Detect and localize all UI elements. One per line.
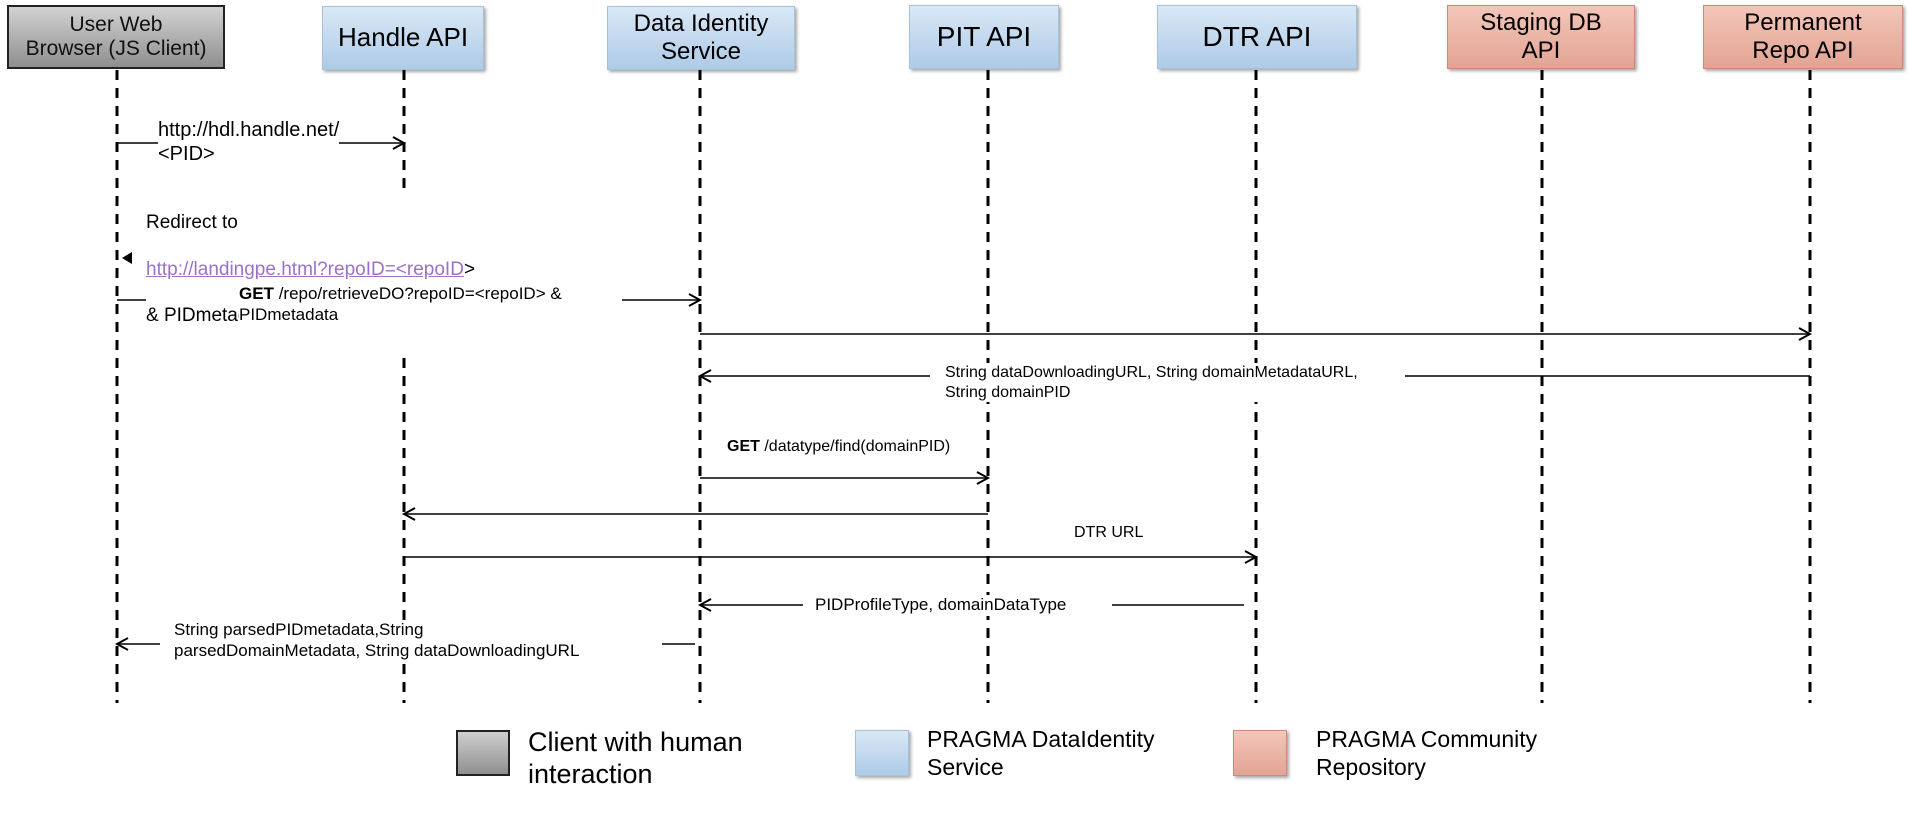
actor-permanent-box: Permanent Repo API — [1703, 5, 1903, 69]
message-label-download-urls: String dataDownloadingURL, String domain… — [945, 363, 1358, 403]
http-method-get: GET — [727, 438, 760, 455]
message-label-datatype-find: GET /datatype/find(domainPID) — [727, 437, 951, 457]
redirect-link-line: http://landingpe.html?repoID=<repoID> — [146, 258, 475, 281]
message-label-profile-type: PIDProfileType, domainDataType — [815, 595, 1067, 616]
actor-pit-label: PIT API — [936, 20, 1032, 52]
message-arrow-handle-to-browser — [122, 252, 132, 264]
redirect-text: Redirect to — [146, 212, 238, 234]
actor-dtr-box: DTR API — [1157, 5, 1357, 69]
actor-handle-box: Handle API — [322, 6, 484, 70]
message-label-parsed-metadata: String parsedPIDmetadata,String parsedDo… — [174, 620, 580, 662]
legend-swatch-service — [855, 730, 909, 776]
retrieve-do-path: /repo/retrieveDO?repoID=<repoID> & PIDme… — [239, 284, 562, 324]
legend-swatch-client — [456, 730, 510, 776]
actor-browser-label: User Web Browser (JS Client) — [25, 12, 207, 60]
message-label-redirect: Redirect to http://landingpe.html?repoID… — [146, 188, 476, 351]
message-label-pid-url: http://hdl.handle.net/ <PID> — [158, 118, 340, 167]
actor-handle-label: Handle API — [337, 22, 469, 53]
redirect-link-suffix: > — [463, 258, 476, 280]
actor-dtr-label: DTR API — [1202, 20, 1312, 52]
legend-label-service: PRAGMA DataIdentity Service — [927, 726, 1155, 780]
actor-pit-box: PIT API — [909, 5, 1059, 69]
message-label-retrieve-do: GET /repo/retrieveDO?repoID=<repoID> & P… — [239, 284, 562, 326]
landing-page-link[interactable]: http://landingpe.html?repoID=<repoID — [146, 258, 464, 280]
actor-staging-box: Staging DB API — [1447, 5, 1635, 69]
datatype-find-path: /datatype/find(domainPID) — [764, 438, 951, 455]
legend-label-repository: PRAGMA Community Repository — [1316, 726, 1538, 780]
legend-swatch-repository — [1233, 730, 1287, 776]
legend-label-client: Client with human interaction — [528, 727, 743, 790]
message-label-dtr-url: DTR URL — [1074, 523, 1144, 543]
actor-staging-label: Staging DB API — [1480, 9, 1602, 64]
actor-browser-box: User Web Browser (JS Client) — [7, 5, 225, 69]
actor-dis-label: Data Identity Service — [633, 10, 769, 65]
http-method-get: GET — [239, 284, 274, 303]
actor-dis-box: Data Identity Service — [607, 6, 795, 70]
actor-permanent-label: Permanent Repo API — [1744, 9, 1862, 64]
